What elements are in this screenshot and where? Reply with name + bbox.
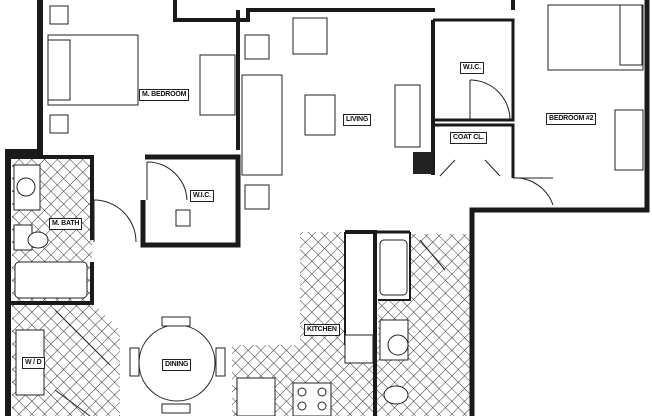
sofa bbox=[241, 74, 283, 176]
bathtub bbox=[14, 261, 88, 299]
bathtub-2 bbox=[379, 239, 408, 296]
coffee-table bbox=[304, 94, 336, 136]
room-label-wic-bedroom2: W.I.C. bbox=[460, 62, 484, 74]
tile-areas bbox=[12, 158, 470, 416]
doors bbox=[54, 79, 554, 416]
room-label-living: LIVING bbox=[343, 114, 372, 126]
walls bbox=[5, 0, 650, 416]
room-label-bedroom2: BEDROOM #2 bbox=[546, 113, 597, 125]
room-label-washer-dryer: W / D bbox=[22, 357, 45, 369]
room-label-master-bath: M. BATH bbox=[49, 218, 83, 230]
armchair bbox=[292, 17, 328, 55]
room-label-wic-master: W.I.C. bbox=[190, 190, 214, 202]
room-label-master-bedroom: M. BEDROOM bbox=[139, 89, 190, 101]
furniture bbox=[13, 4, 644, 416]
column bbox=[413, 152, 433, 174]
room-label-kitchen: KITCHEN bbox=[304, 324, 340, 336]
room-label-dining: DINING bbox=[162, 359, 192, 371]
room-label-coat-closet: COAT CL. bbox=[450, 132, 487, 144]
